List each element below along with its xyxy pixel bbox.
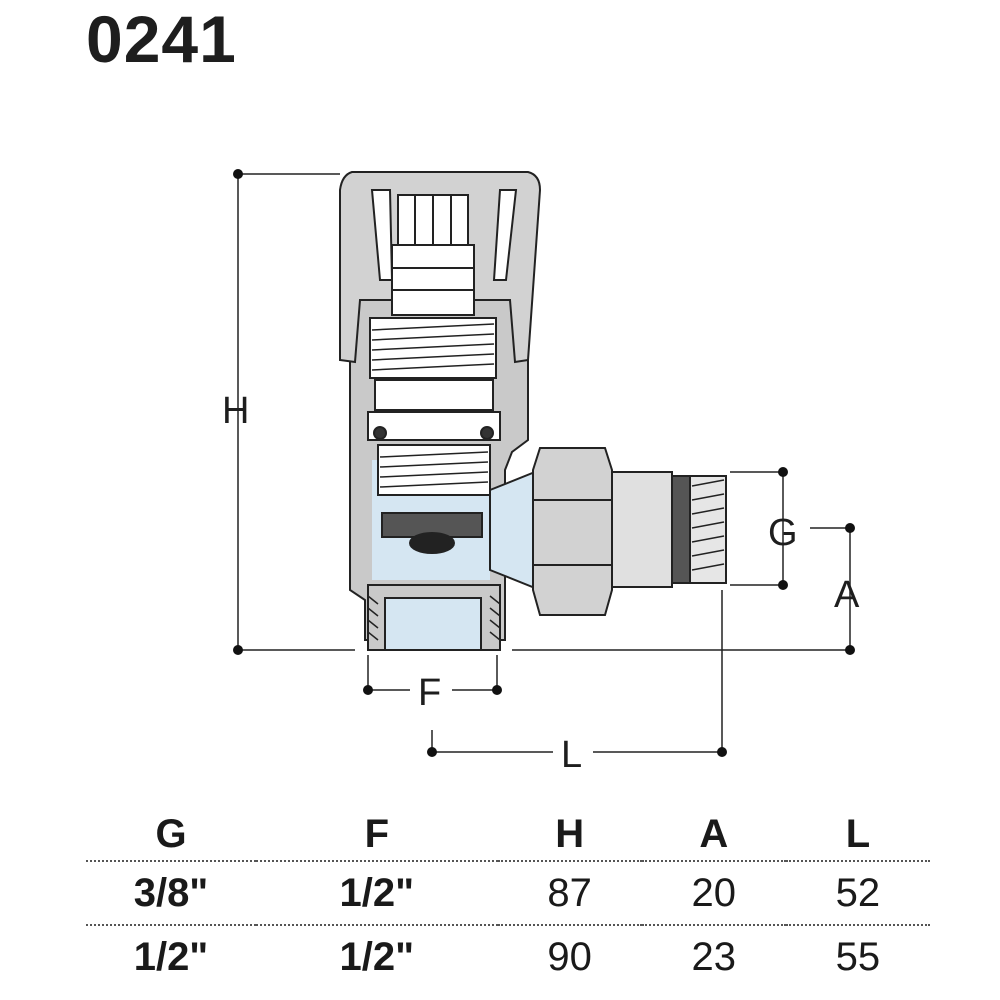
dimension-lines [237, 173, 851, 753]
o-ring [480, 426, 494, 440]
table-cell: 1/2" [256, 860, 498, 925]
table-header-cell: A [699, 811, 729, 856]
product-code: 0241 [86, 2, 237, 76]
inlet-bore [384, 597, 482, 651]
dim-label-g: G [768, 512, 798, 554]
dimension-dot [492, 685, 502, 695]
cap-inner [492, 189, 518, 281]
table-header-cell: G [155, 811, 187, 856]
dim-label-a: A [834, 574, 860, 616]
o-ring-band [367, 411, 501, 441]
dimension-dot [427, 747, 437, 757]
table-cell: 23 [641, 924, 786, 988]
table-header-cell: H [555, 811, 585, 856]
table-cell: 55 [785, 924, 930, 988]
dimension-dot [233, 645, 243, 655]
table-cell: 1/2" [86, 924, 256, 988]
table-header-cell: L [845, 811, 871, 856]
dimension-dot [778, 580, 788, 590]
seat-plug [409, 532, 455, 554]
tailpiece-gasket [671, 475, 691, 584]
table-cell: 20 [641, 860, 786, 925]
inlet-thread [367, 595, 501, 641]
table-cell: 90 [497, 924, 642, 988]
dimension-table: G F H A L 3/8" 1/2" 87 20 52 1/2" 1/2" 9… [86, 808, 930, 988]
tailpiece [611, 471, 673, 588]
upper-thread-lines [371, 323, 495, 371]
union-nut [532, 447, 613, 616]
dimension-dots [233, 169, 855, 757]
dimension-dot [233, 169, 243, 179]
table-row: 1/2" 1/2" 90 23 55 [86, 924, 930, 988]
spindle [391, 244, 475, 316]
headpiece [374, 379, 494, 411]
dimension-dot [363, 685, 373, 695]
dim-label-l: L [561, 734, 582, 776]
table-cell: 52 [785, 860, 930, 925]
table-header-cell: F [364, 811, 389, 856]
upper-thread [369, 317, 497, 379]
table-cell: 3/8" [86, 860, 256, 925]
table-cell: 1/2" [256, 924, 498, 988]
dimension-dot [778, 467, 788, 477]
dim-label-h: H [222, 390, 249, 432]
dimension-dot [845, 645, 855, 655]
table-cell: 87 [497, 860, 642, 925]
valve-body [339, 171, 727, 651]
table-row: 3/8" 1/2" 87 20 52 [86, 860, 930, 925]
dimension-dot [717, 747, 727, 757]
o-ring [373, 426, 387, 440]
dim-label-f: F [418, 672, 441, 714]
table-header-row: G F H A L [86, 808, 930, 861]
dimension-dot [845, 523, 855, 533]
